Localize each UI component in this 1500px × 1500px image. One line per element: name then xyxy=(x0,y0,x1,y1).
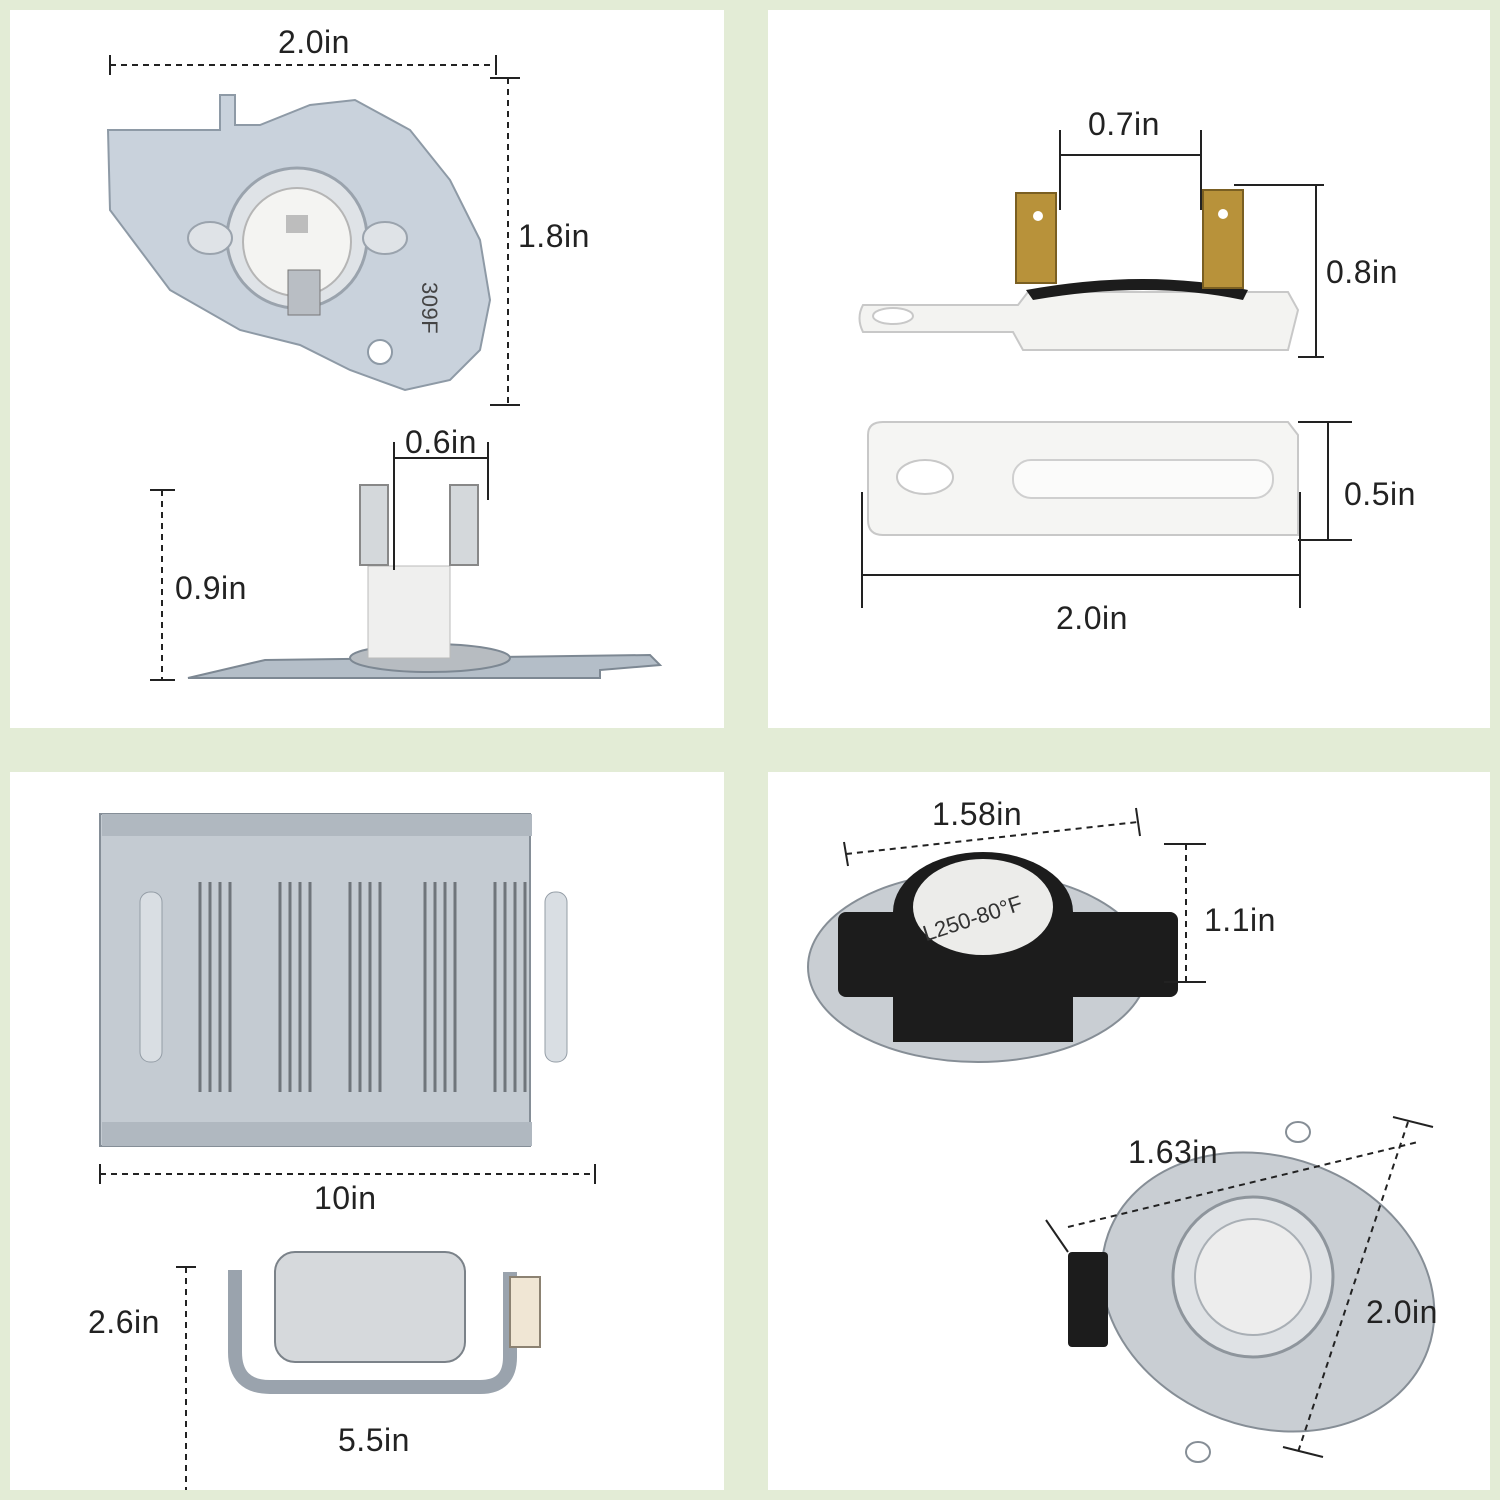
plate-stamp: 309F xyxy=(417,282,442,335)
heating-element-illustration xyxy=(99,813,596,1490)
plate-width-label: 2.0in xyxy=(278,24,350,60)
fuse-height-label: 0.8in xyxy=(1326,254,1398,290)
cycling-thermostats-illustration: L250-80°F xyxy=(807,807,1436,1463)
element-length-label: 10in xyxy=(314,1180,377,1216)
fuse-length-label: 2.0in xyxy=(1056,600,1128,636)
body-height-label: 1.1in xyxy=(1204,902,1276,938)
panel-heating-element: 10in 2.6in 5.5in xyxy=(10,772,724,1490)
side-height-label: 0.9in xyxy=(175,570,247,606)
flange-length-label: 2.0in xyxy=(1366,1294,1438,1330)
disc-width-label: 1.63in xyxy=(1128,1134,1219,1170)
end-width-label: 5.5in xyxy=(338,1422,410,1458)
plate-height-label: 1.8in xyxy=(518,218,590,254)
body-width-label: 1.58in xyxy=(932,796,1023,832)
terminal-gap-label: 0.6in xyxy=(405,424,477,460)
end-height-label: 2.6in xyxy=(88,1304,160,1340)
panel-cycling-thermostats: L250-80°F 1.58in 1.1in 1.63in 2.0in xyxy=(768,772,1490,1490)
fuse-width-label: 0.5in xyxy=(1344,476,1416,512)
thermal-fuse-illustration xyxy=(858,130,1352,608)
terminal-gap-label: 0.7in xyxy=(1088,106,1160,142)
thermostat-illustration xyxy=(106,55,663,681)
panel-high-limit-thermostat: 2.0in 1.8in 309F 0.6in 0.9in xyxy=(10,10,724,728)
panel-thermal-fuse: 0.7in 0.8in 0.5in 2.0in xyxy=(768,10,1490,728)
